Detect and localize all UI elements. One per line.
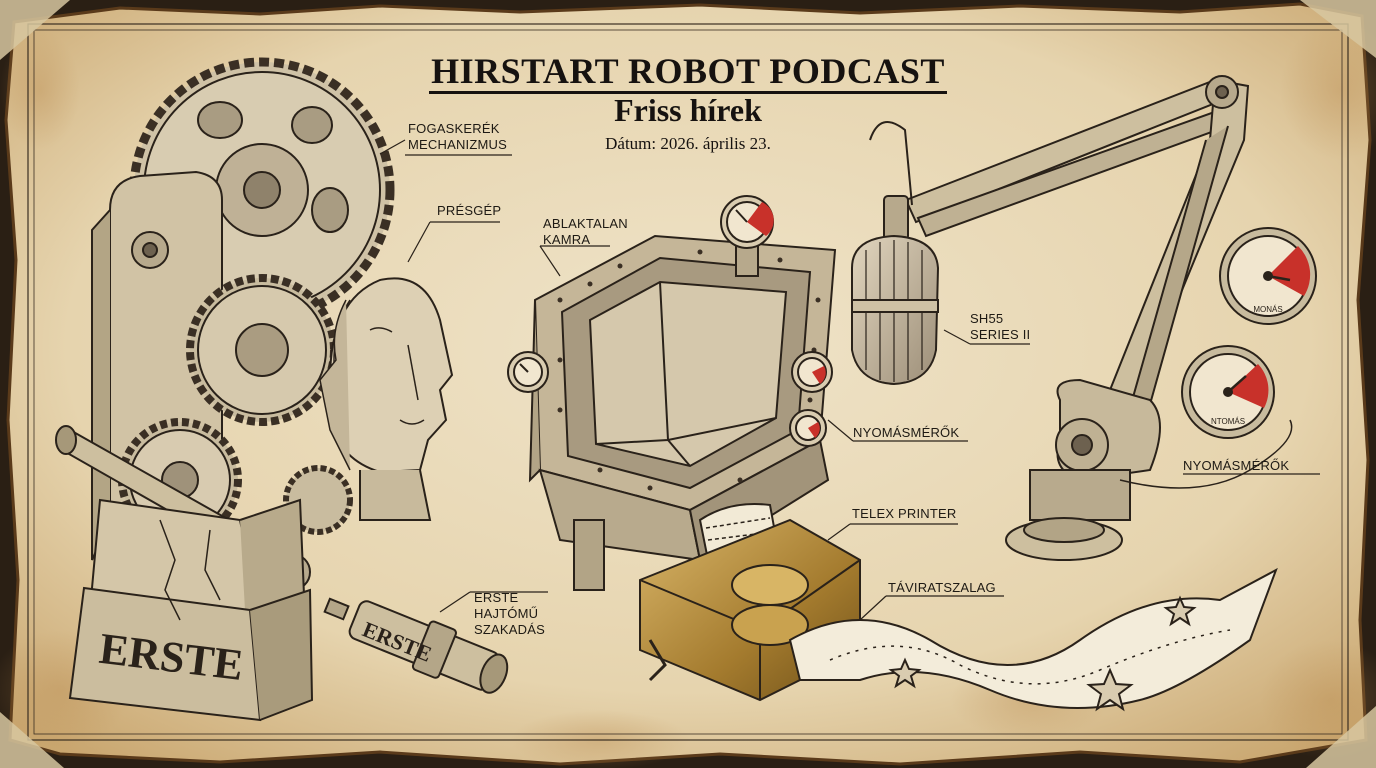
label-chamber-line2: KAMRA [543,232,591,247]
pressure-gauge-right-2-icon [789,409,827,447]
side-gear-icon [283,465,353,535]
label-windowless-chamber: ABLAKTALAN KAMRA [543,216,628,248]
date-line: Dátum: 2026. április 23. [605,134,771,153]
label-erste-line3: SZAKADÁS [474,622,545,637]
robot-head-icon [319,277,454,521]
gauge-lower-engraving: NTOMÁS [1211,417,1245,426]
label-erste-line1: ERSTE [474,590,519,605]
pressure-gauge-upper-right-icon [1219,227,1317,325]
label-mic-line1: SH55 [970,311,1004,326]
chamber-rivets [557,249,821,491]
label-telex-printer: TELEX PRINTER [852,506,957,521]
page-title: HIRSTART ROBOT PODCAST [0,50,1376,94]
label-telegraph-tape: TÁVIRATSZALAG [888,580,996,595]
microphone-icon [851,121,940,386]
label-erste-line2: HAJTÓMŰ [474,606,539,621]
broken-shaft-icon [323,597,509,694]
pressure-gauge-top-icon [720,195,774,277]
gear-press-machine [55,57,509,722]
label-pressure-gauges-center: NYOMÁSMÉRŐK [853,425,960,440]
label-gear-mechanism-line2: MECHANIZMUS [408,137,507,152]
label-chamber-line1: ABLAKTALAN [543,216,628,231]
leader-lines [379,139,1320,621]
label-microphone-model: SH55 SERIES II [970,311,1030,343]
label-gear-mechanism-line1: FOGASKERÉK [408,121,500,136]
page-subtitle: Friss hírek [614,92,762,128]
gauge-upper-engraving: MONÁS [1253,305,1282,314]
pressure-gauge-lower-right-icon [1181,345,1275,439]
label-pressure-gauges-right: NYOMÁSMÉRŐK [1183,458,1290,473]
page-title-text: HIRSTART ROBOT PODCAST [429,51,947,94]
label-erste-drive-break: ERSTE HAJTÓMŰ SZAKADÁS [474,590,545,638]
label-mic-line2: SERIES II [970,327,1031,342]
star-icon [888,595,1197,712]
pressure-gauge-left-icon [507,351,549,393]
pressure-gauge-right-1-icon [791,351,833,393]
label-gear-mechanism: FOGASKERÉK MECHANIZMUS [408,121,507,153]
label-press: PRÉSGÉP [437,203,502,218]
telegraph-tape-icon [788,567,1278,712]
medium-gear-icon [186,274,338,426]
microphone-arm-icon [904,75,1293,561]
erste-base-icon [68,498,314,722]
